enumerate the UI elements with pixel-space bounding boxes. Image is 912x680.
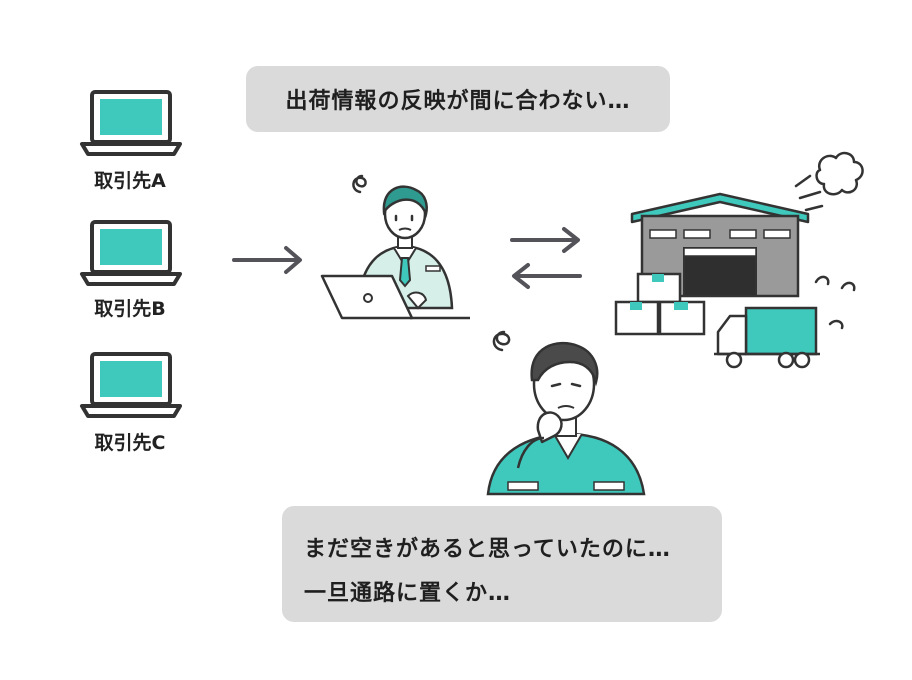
partner-c: 取引先C [70,348,190,458]
partner-label: 取引先A [94,170,166,192]
partner-a: 取引先A [70,86,190,196]
speech-bubble-top: 出荷情報の反映が間に合わない… [246,66,670,132]
exchange-arrows-icon [510,227,582,289]
partner-label: 取引先B [94,298,166,320]
warehouse-illustration [614,151,864,369]
partner-b: 取引先B [70,216,190,326]
laptop-icon [80,90,182,156]
laptop-icon [80,220,182,286]
right-arrow-icon [232,246,302,274]
speech-bubble-bottom-line2: 一旦通路に置くか… [304,581,512,606]
office-worker-illustration [320,174,470,320]
warehouse-worker-illustration [486,330,646,496]
speech-bubble-bottom: まだ空きがあると思っていたのに… 一旦通路に置くか… [282,506,722,622]
partner-label: 取引先C [94,432,166,454]
speech-bubble-top-text: 出荷情報の反映が間に合わない… [285,89,631,114]
speech-bubble-bottom-line1: まだ空きがあると思っていたのに… [304,537,671,562]
laptop-icon [80,352,182,418]
